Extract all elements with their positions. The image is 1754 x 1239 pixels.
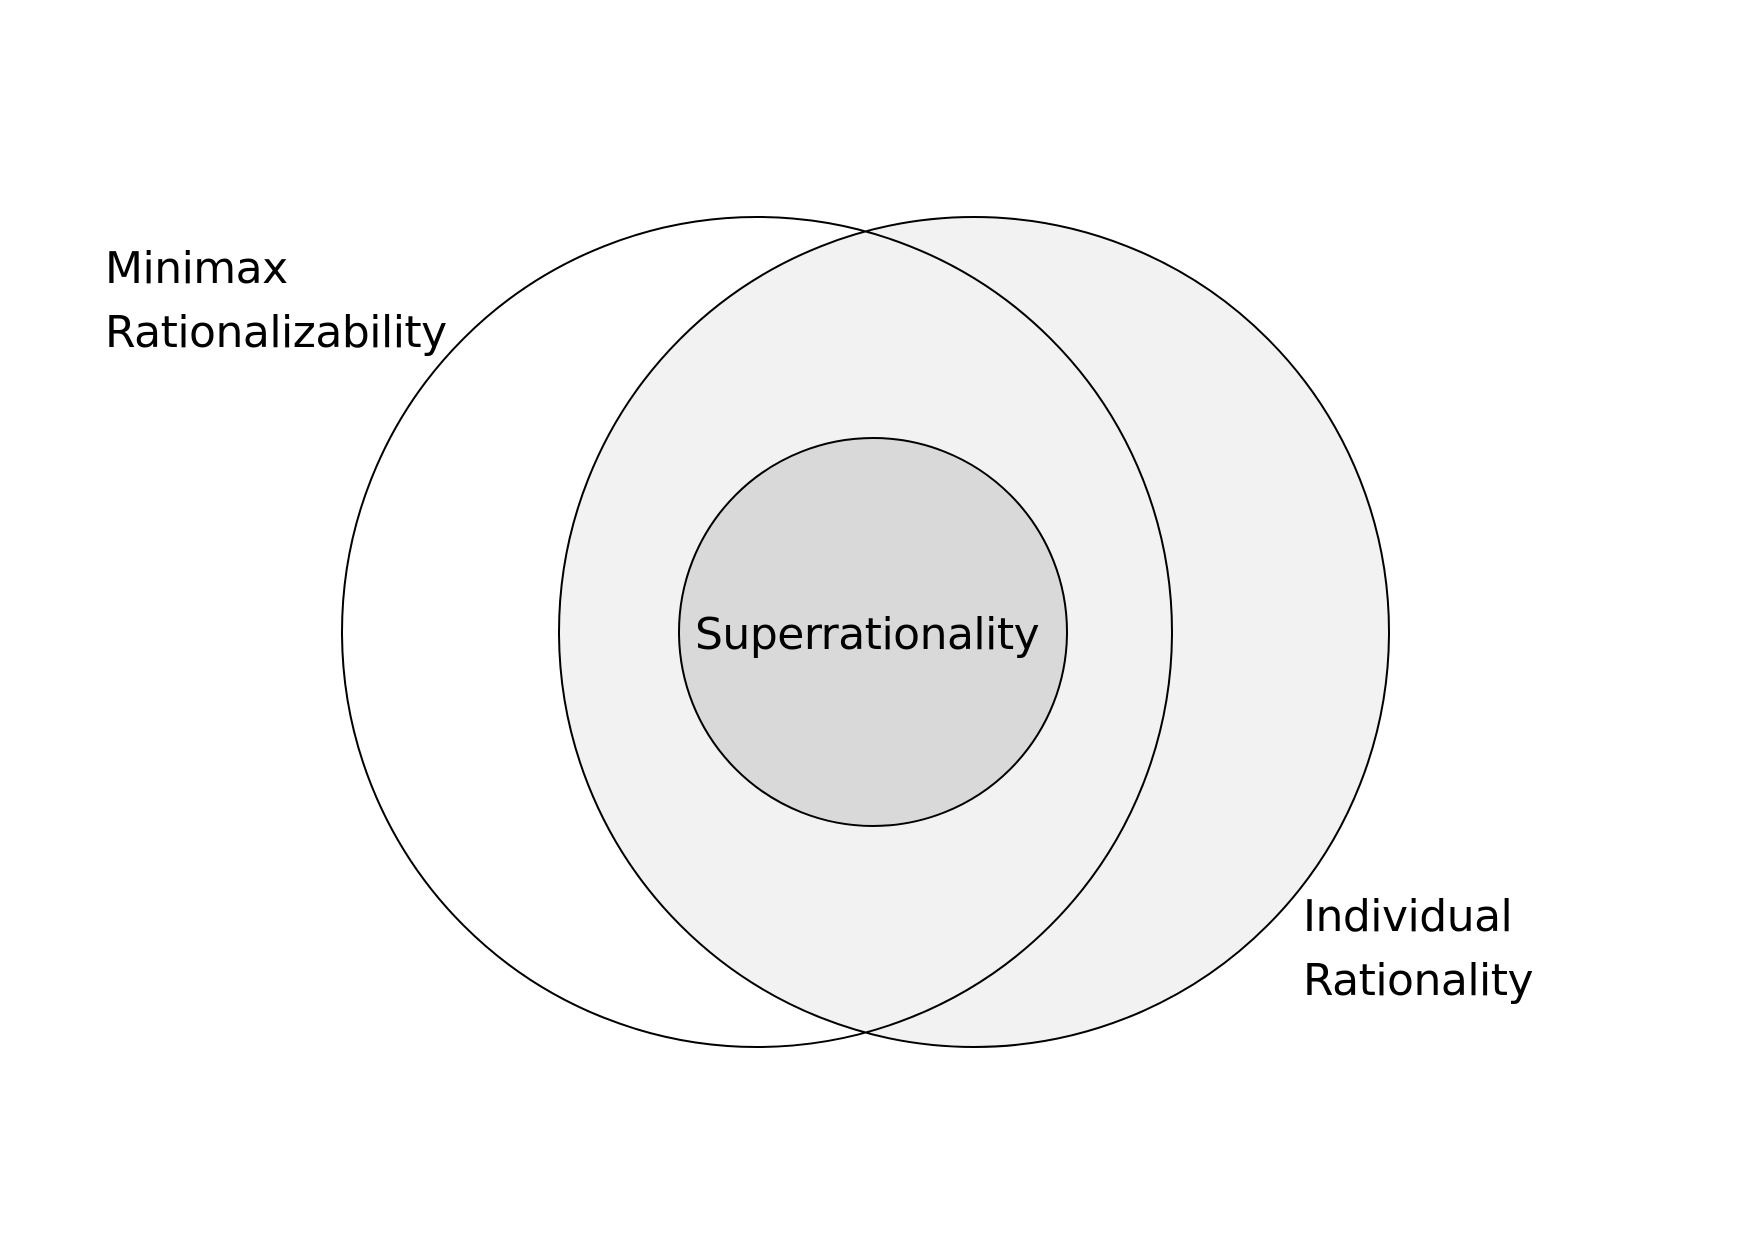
superrationality-circle bbox=[678, 437, 1068, 827]
individual-label-line1: Individual bbox=[1303, 891, 1513, 942]
superrationality-label: Superrationality bbox=[695, 609, 1040, 660]
minimax-rationalizability-circle bbox=[341, 216, 1173, 1048]
minimax-label-line1: Minimax bbox=[105, 243, 288, 294]
minimax-label-line2: Rationalizability bbox=[105, 307, 447, 358]
individual-rationality-label: Individual Rationality bbox=[1303, 885, 1534, 1013]
individual-rationality-outline bbox=[558, 216, 1390, 1048]
individual-label-line2: Rationality bbox=[1303, 955, 1534, 1006]
minimax-rationalizability-label: Minimax Rationalizability bbox=[105, 237, 447, 365]
